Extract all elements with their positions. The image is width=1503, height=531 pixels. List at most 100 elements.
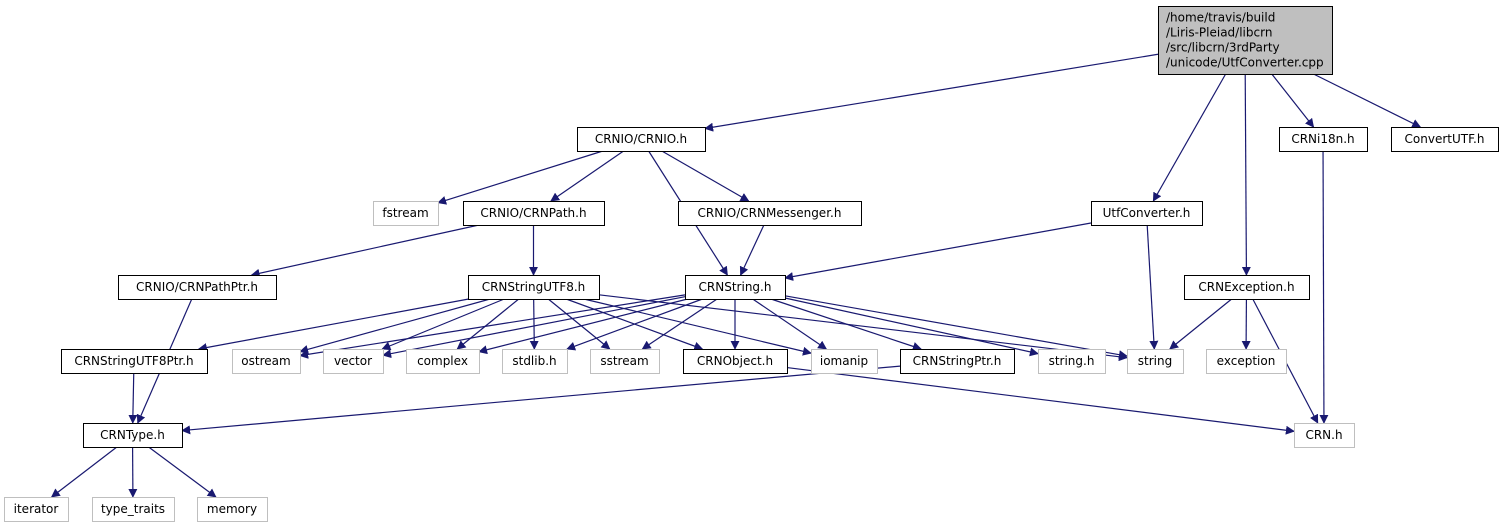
node-convertutf-box — [1391, 127, 1499, 152]
node-crni18n-label: CRNi18n.h — [1291, 132, 1354, 146]
node-memory-box — [197, 497, 268, 522]
node-fstream-box — [373, 201, 439, 226]
node-utfconverter-box — [1091, 201, 1203, 226]
node-exception: exception — [1206, 349, 1287, 374]
node-iterator: iterator — [4, 497, 69, 522]
node-complex-label: complex — [417, 354, 468, 368]
edge-crnobject-to-crnh — [786, 366, 1295, 435]
node-crnpath[interactable]: CRNIO/CRNPath.h — [463, 201, 605, 226]
edge-crnstringutf8-to-vector — [381, 298, 505, 351]
edge-crnstring-to-stdlib — [566, 298, 703, 351]
node-fstream: fstream — [373, 201, 439, 226]
node-crnstringutf8[interactable]: CRNStringUTF8.h — [468, 275, 600, 300]
node-string-label: string — [1138, 354, 1172, 368]
edge-crnstringutf8-to-sstream — [547, 298, 611, 350]
node-crnstringptr-label: CRNStringPtr.h — [913, 354, 1002, 368]
node-stdlib: stdlib.h — [502, 349, 568, 374]
node-crnio-label: CRNIO/CRNIO.h — [595, 132, 687, 146]
node-crnpath-box — [463, 201, 605, 226]
node-iterator-label: iterator — [14, 502, 59, 516]
edge-crnstringutf8-to-stdlib — [529, 298, 539, 350]
node-crnstringptr[interactable]: CRNStringPtr.h — [900, 349, 1015, 374]
node-crnstring[interactable]: CRNString.h — [685, 275, 786, 300]
node-root[interactable]: /home/travis/build/Liris-Pleiad/libcrn/s… — [1158, 6, 1333, 75]
node-crnh: CRN.h — [1294, 423, 1355, 448]
edge-utfconverter-to-string — [1146, 224, 1159, 350]
node-crnmessenger[interactable]: CRNIO/CRNMessenger.h — [678, 201, 862, 226]
node-string: string — [1127, 349, 1184, 374]
node-crnio-box — [577, 127, 706, 152]
node-convertutf[interactable]: ConvertUTF.h — [1391, 127, 1499, 152]
edge-crnstringutf8-to-crnstringutf8ptr — [197, 298, 469, 352]
node-stringh-box — [1038, 349, 1106, 374]
node-vector-box — [323, 349, 384, 374]
node-crntype-label: CRNType.h — [100, 428, 165, 442]
node-utfconverter[interactable]: UtfConverter.h — [1091, 201, 1203, 226]
node-crntype[interactable]: CRNType.h — [83, 423, 183, 448]
edge-crnstring-to-stringh — [784, 297, 1039, 357]
node-iterator-box — [4, 497, 69, 522]
node-memory: memory — [197, 497, 268, 522]
node-iomanip-label: iomanip — [820, 354, 868, 368]
node-crnexception[interactable]: CRNException.h — [1184, 275, 1310, 300]
node-stdlib-label: stdlib.h — [512, 354, 556, 368]
node-vector: vector — [323, 349, 384, 374]
edge-crnstringutf8ptr-to-crntype — [128, 372, 138, 424]
node-crnstringutf8ptr-label: CRNStringUTF8Ptr.h — [74, 354, 193, 368]
node-crnstring-label: CRNString.h — [699, 280, 772, 294]
node-crnstringutf8-label: CRNStringUTF8.h — [482, 280, 586, 294]
edge-crnstring-to-ostream — [299, 294, 686, 359]
node-stringh: string.h — [1038, 349, 1106, 374]
node-crnexception-label: CRNException.h — [1198, 280, 1294, 294]
edge-crnstringutf8-to-complex — [456, 298, 520, 350]
node-crntype-box — [83, 423, 183, 448]
node-sstream-label: sstream — [600, 354, 648, 368]
node-crnmessenger-label: CRNIO/CRNMessenger.h — [698, 206, 842, 220]
node-crnh-box — [1294, 423, 1355, 448]
node-crnobject[interactable]: CRNObject.h — [683, 349, 788, 374]
node-crni18n[interactable]: CRNi18n.h — [1279, 127, 1368, 152]
edge-crnio-to-fstream — [437, 150, 603, 205]
node-stringh-label: string.h — [1049, 354, 1095, 368]
edge-crnmessenger-to-crnstring — [739, 224, 765, 276]
node-crnexception-box — [1184, 275, 1310, 300]
node-root-label-3: /unicode/UtfConverter.cpp — [1166, 56, 1324, 70]
node-root-box — [1158, 6, 1333, 75]
edge-crnstring-to-iomanip — [752, 298, 828, 350]
node-crnstringutf8ptr[interactable]: CRNStringUTF8Ptr.h — [61, 349, 208, 374]
edge-utfconverter-to-crnstring — [784, 222, 1092, 282]
node-crnobject-label: CRNObject.h — [697, 354, 773, 368]
node-iomanip: iomanip — [811, 349, 878, 374]
node-stdlib-box — [502, 349, 568, 374]
node-crnpathptr[interactable]: CRNIO/CRNPathPtr.h — [118, 275, 277, 300]
node-root-label-0: /home/travis/build — [1166, 11, 1275, 25]
edge-root-to-crnexception — [1241, 73, 1251, 276]
edge-root-to-utfconverter — [1152, 73, 1227, 202]
node-root-label-1: /Liris-Pleiad/libcrn — [1166, 26, 1272, 40]
node-type_traits-box — [92, 497, 175, 522]
edge-crnstring-to-sstream — [641, 298, 718, 350]
edge-crnexception-to-string — [1169, 298, 1233, 350]
node-iomanip-box — [811, 349, 878, 374]
edge-layer — [50, 53, 1422, 498]
edge-crnio-to-crnpath — [550, 150, 624, 202]
edge-crnstring-to-complex — [478, 298, 688, 355]
edge-crnstringptr-to-crntype — [181, 365, 901, 435]
node-root-label-2: /src/libcrn/3rdParty — [1166, 41, 1280, 55]
node-crnpath-label: CRNIO/CRNPath.h — [480, 206, 586, 220]
edge-crnio-to-crnmessenger — [661, 150, 750, 202]
edge-crntype-to-memory — [148, 446, 217, 498]
node-crnio[interactable]: CRNIO/CRNIO.h — [577, 127, 706, 152]
node-crnstringptr-box — [900, 349, 1015, 374]
node-complex: complex — [406, 349, 480, 374]
node-memory-label: memory — [207, 502, 257, 516]
node-crnpathptr-label: CRNIO/CRNPathPtr.h — [136, 280, 258, 294]
node-ostream: ostream — [232, 349, 301, 374]
node-crnstringutf8ptr-box — [61, 349, 208, 374]
node-exception-box — [1206, 349, 1287, 374]
node-utfconverter-label: UtfConverter.h — [1103, 206, 1191, 220]
edge-crnstringutf8-to-ostream — [299, 298, 491, 354]
node-crni18n-box — [1279, 127, 1368, 152]
node-string-box — [1127, 349, 1184, 374]
